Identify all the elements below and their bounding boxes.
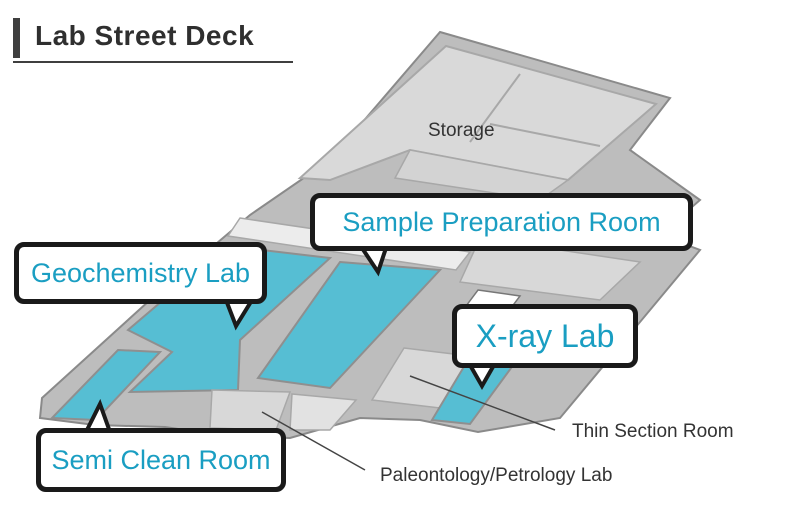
deck-header: Lab Street Deck [13,14,295,64]
semi-clean-callout[interactable]: Semi Clean Room [36,428,286,492]
page-title: Lab Street Deck [35,20,255,51]
xray-label: X-ray Lab [475,318,615,354]
paleontology-leader [261,411,366,471]
sample-prep-label: Sample Preparation Room [342,207,661,237]
thin-section-leader [409,375,556,431]
storage-label: Storage [428,120,495,141]
thin-section-label: Thin Section Room [572,421,734,442]
sample-prep-room [256,260,443,390]
semi-clean-label: Semi Clean Room [51,445,271,475]
geochemistry-label: Geochemistry Lab [30,258,251,288]
east-rooms [458,237,642,301]
sample-prep-callout[interactable]: Sample Preparation Room [310,193,693,251]
lower-room [289,393,358,431]
header-underline [13,61,293,63]
xray-callout[interactable]: X-ray Lab [452,304,638,368]
paleontology-label: Paleontology/Petrology Lab [380,465,613,486]
geochemistry-room [126,248,333,394]
geochemistry-callout[interactable]: Geochemistry Lab [14,242,267,304]
header-accent-bar [13,18,20,58]
paleontology-room [209,389,292,431]
